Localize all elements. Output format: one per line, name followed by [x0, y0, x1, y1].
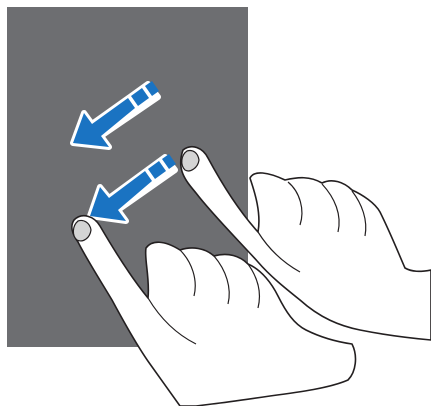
swipe-left-arrow-icon — [90, 154, 176, 221]
swipe-left-arrow-icon — [73, 81, 159, 147]
